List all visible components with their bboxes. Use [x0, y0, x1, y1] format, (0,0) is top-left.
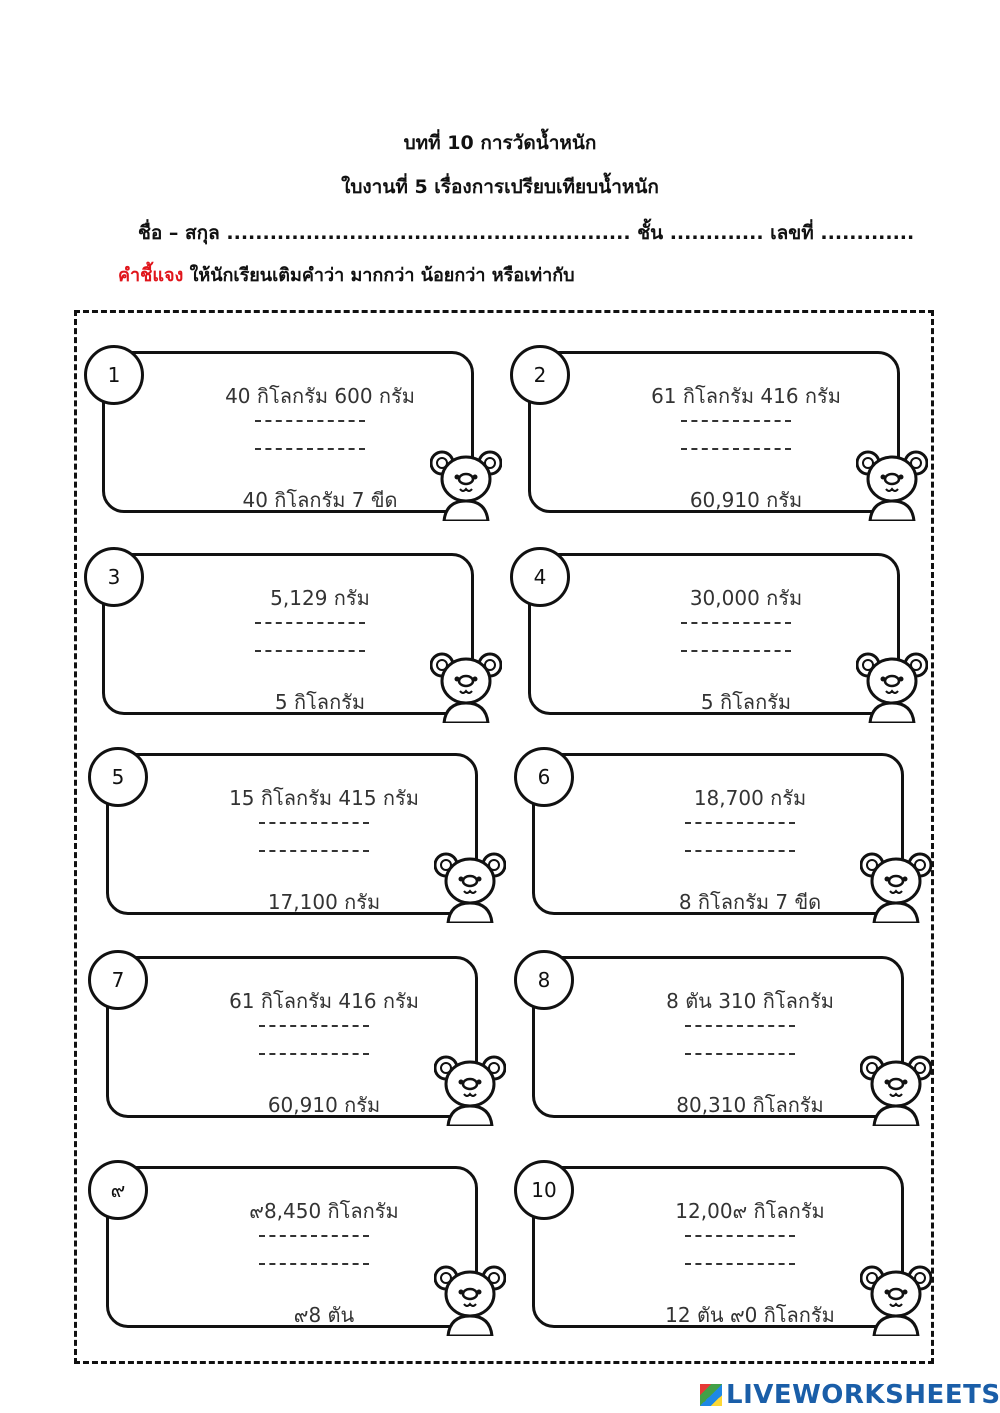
answer-blank[interactable]	[259, 1053, 369, 1055]
question-top-value: 61 กิโลกรัม 416 กรัม	[651, 384, 841, 408]
question-box: ๙8,450 กิโลกรัม ๙8 ตัน	[106, 1166, 478, 1328]
koala-icon	[859, 843, 933, 925]
instruction: คำชี้แจง ให้นักเรียนเติมคำว่า มากกว่า น้…	[118, 260, 575, 289]
question-top-value: ๙8,450 กิโลกรัม	[249, 1199, 399, 1223]
question-box: 61 กิโลกรัม 416 กรัม 60,910 กรัม	[106, 956, 478, 1118]
question-bottom-value: 5 กิโลกรัม	[274, 690, 366, 714]
question-card: 18,700 กรัม 8 กิโลกรัม 7 ขีด 6	[514, 747, 933, 925]
question-number: 1	[84, 345, 144, 405]
answer-blank[interactable]	[685, 850, 795, 852]
answer-blank[interactable]	[255, 622, 365, 624]
worksheet-title: บทที่ 10 การวัดน้ำหนัก	[403, 132, 597, 154]
question-number: 7	[88, 950, 148, 1010]
koala-icon	[433, 843, 507, 925]
question-box: 15 กิโลกรัม 415 กรัม 17,100 กรัม	[106, 753, 478, 915]
answer-blank[interactable]	[259, 1263, 369, 1265]
answer-blank[interactable]	[255, 448, 365, 450]
answer-blank[interactable]	[681, 650, 791, 652]
question-box: 5,129 กรัม 5 กิโลกรัม	[102, 553, 474, 715]
answer-blank[interactable]	[259, 822, 369, 824]
answer-blank[interactable]	[259, 850, 369, 852]
question-card: ๙8,450 กิโลกรัม ๙8 ตัน ๙	[88, 1160, 507, 1338]
answer-blank[interactable]	[685, 1235, 795, 1237]
question-card: 15 กิโลกรัม 415 กรัม 17,100 กรัม 5	[88, 747, 507, 925]
question-top-value: 61 กิโลกรัม 416 กรัม	[229, 989, 419, 1013]
question-box: 12,00๙ กิโลกรัม 12 ตัน ๙0 กิโลกรัม	[532, 1166, 904, 1328]
liveworksheets-logo: LIVEWORKSHEETS	[700, 1380, 1000, 1410]
question-box: 40 กิโลกรัม 600 กรัม 40 กิโลกรัม 7 ขีด	[102, 351, 474, 513]
question-bottom-value: 80,310 กิโลกรัม	[676, 1093, 824, 1117]
answer-blank[interactable]	[259, 1235, 369, 1237]
instruction-label: คำชี้แจง	[118, 265, 184, 286]
question-bottom-value: 5 กิโลกรัม	[700, 690, 792, 714]
question-top-value: 30,000 กรัม	[689, 586, 803, 610]
answer-blank[interactable]	[685, 1053, 795, 1055]
student-info-line: ชื่อ – สกุล ............................…	[138, 222, 915, 244]
answer-blank[interactable]	[681, 448, 791, 450]
answer-blank[interactable]	[681, 420, 791, 422]
instruction-text: ให้นักเรียนเติมคำว่า มากกว่า น้อยกว่า หร…	[183, 265, 575, 286]
question-card: 5,129 กรัม 5 กิโลกรัม 3	[84, 547, 503, 725]
question-card: 30,000 กรัม 5 กิโลกรัม 4	[510, 547, 929, 725]
logo-mark-icon	[700, 1384, 722, 1406]
question-card: 40 กิโลกรัม 600 กรัม 40 กิโลกรัม 7 ขีด 1	[84, 345, 503, 523]
answer-blank[interactable]	[685, 1025, 795, 1027]
answer-blank[interactable]	[685, 822, 795, 824]
question-card: 12,00๙ กิโลกรัม 12 ตัน ๙0 กิโลกรัม 10	[514, 1160, 933, 1338]
question-number: 4	[510, 547, 570, 607]
question-bottom-value: 60,910 กรัม	[689, 488, 803, 512]
question-box: 18,700 กรัม 8 กิโลกรัม 7 ขีด	[532, 753, 904, 915]
question-number: 10	[514, 1160, 574, 1220]
question-bottom-value: 40 กิโลกรัม 7 ขีด	[242, 488, 398, 512]
answer-blank[interactable]	[681, 622, 791, 624]
question-number: 3	[84, 547, 144, 607]
question-top-value: 18,700 กรัม	[693, 786, 807, 810]
koala-icon	[859, 1046, 933, 1128]
question-bottom-value: 17,100 กรัม	[267, 890, 381, 914]
koala-icon	[429, 643, 503, 725]
answer-blank[interactable]	[255, 420, 365, 422]
koala-icon	[855, 441, 929, 523]
koala-icon	[433, 1046, 507, 1128]
logo-text: LIVEWORKSHEETS	[726, 1380, 1000, 1410]
answer-blank[interactable]	[685, 1263, 795, 1265]
question-number: 2	[510, 345, 570, 405]
worksheet-subtitle: ใบงานที่ 5 เรื่องการเปรียบเทียบน้ำหนัก	[341, 176, 659, 198]
question-bottom-value: 8 กิโลกรัม 7 ขีด	[678, 890, 822, 914]
question-bottom-value: 12 ตัน ๙0 กิโลกรัม	[665, 1303, 835, 1327]
question-box: 8 ตัน 310 กิโลกรัม 80,310 กิโลกรัม	[532, 956, 904, 1118]
question-card: 8 ตัน 310 กิโลกรัม 80,310 กิโลกรัม 8	[514, 950, 933, 1128]
question-number: 5	[88, 747, 148, 807]
question-top-value: 15 กิโลกรัม 415 กรัม	[229, 786, 419, 810]
answer-blank[interactable]	[255, 650, 365, 652]
question-number: 6	[514, 747, 574, 807]
question-number: 8	[514, 950, 574, 1010]
answer-blank[interactable]	[259, 1025, 369, 1027]
question-card: 61 กิโลกรัม 416 กรัม 60,910 กรัม 2	[510, 345, 929, 523]
question-number: ๙	[88, 1160, 148, 1220]
question-card: 61 กิโลกรัม 416 กรัม 60,910 กรัม 7	[88, 950, 507, 1128]
question-top-value: 12,00๙ กิโลกรัม	[675, 1199, 825, 1223]
question-bottom-value: ๙8 ตัน	[293, 1303, 355, 1327]
question-box: 61 กิโลกรัม 416 กรัม 60,910 กรัม	[528, 351, 900, 513]
koala-icon	[429, 441, 503, 523]
question-top-value: 40 กิโลกรัม 600 กรัม	[225, 384, 415, 408]
questions-frame	[74, 310, 934, 1364]
question-bottom-value: 60,910 กรัม	[267, 1093, 381, 1117]
question-top-value: 5,129 กรัม	[270, 586, 370, 610]
koala-icon	[855, 643, 929, 725]
question-box: 30,000 กรัม 5 กิโลกรัม	[528, 553, 900, 715]
question-top-value: 8 ตัน 310 กิโลกรัม	[666, 989, 834, 1013]
koala-icon	[859, 1256, 933, 1338]
koala-icon	[433, 1256, 507, 1338]
